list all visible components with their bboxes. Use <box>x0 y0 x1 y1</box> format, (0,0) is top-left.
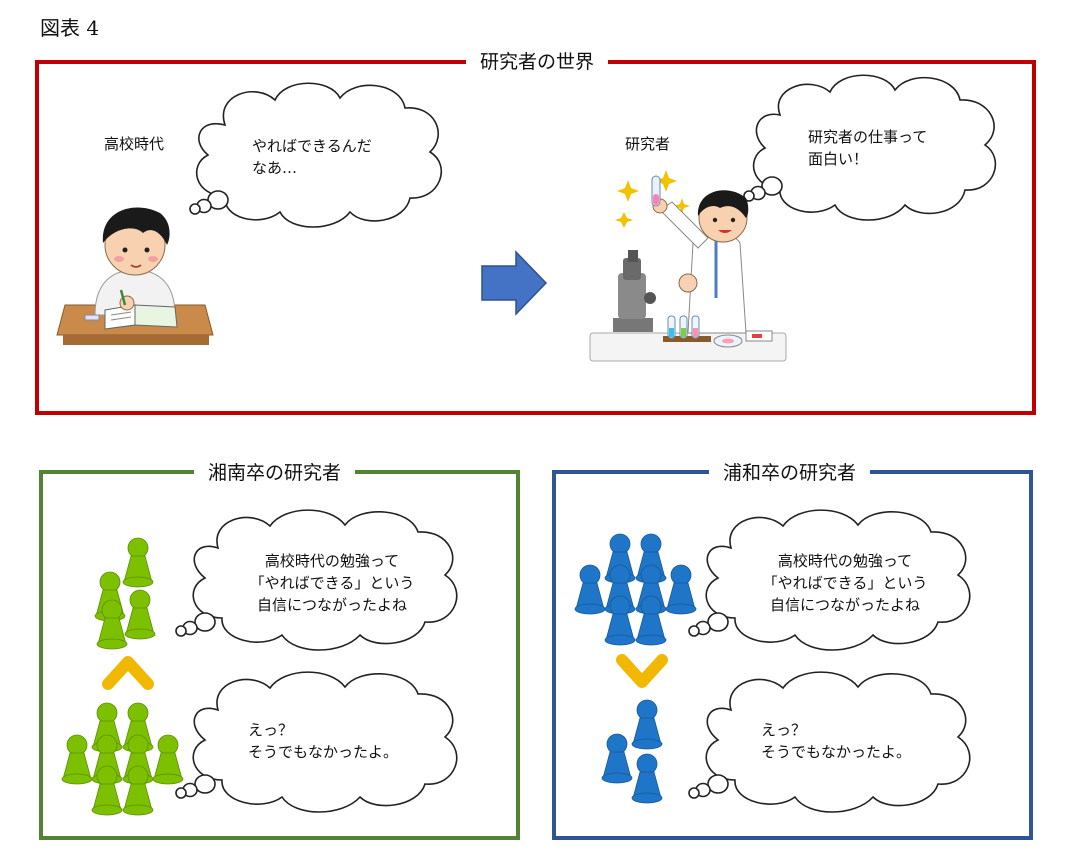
urawa-bubble-bottom-line-2: そうでもなかったよ。 <box>761 743 912 761</box>
urawa-comparison-chevron-icon <box>616 654 668 688</box>
top-right-bubble-text: 研究者の仕事って 面白い！ <box>808 126 927 170</box>
urawa-bubble-top-text: 高校時代の勉強って 「やればできる」という 自信につながったよね <box>745 550 945 616</box>
shonan-panel-title: 湘南卒の研究者 <box>194 458 356 485</box>
shonan-bubble-top-line-2: 「やればできる」という <box>249 574 415 592</box>
top-left-bubble-line-2: なあ… <box>252 159 298 177</box>
student-studying-icon <box>56 207 214 345</box>
shonan-bubble-bottom-line-1: えっ？ <box>248 721 294 739</box>
urawa-bubble-top-line-2: 「やればできる」という <box>762 574 928 592</box>
urawa-bubble-top-line-3: 自信につながったよね <box>769 596 920 614</box>
right-arrow-icon <box>481 250 548 316</box>
urawa-bubble-bottom-text: えっ？ そうでもなかったよ。 <box>761 719 911 763</box>
shonan-bubble-top-line-1: 高校時代の勉強って <box>264 552 400 570</box>
figure-title: 図表 4 <box>40 16 100 40</box>
top-left-bubble-line-1: やればできるんだ <box>252 137 372 155</box>
urawa-bubble-top-line-1: 高校時代の勉強って <box>777 552 913 570</box>
shonan-bubble-bottom-line-2: そうでもなかったよ。 <box>248 743 399 761</box>
scientist-lab-icon <box>589 170 787 362</box>
researcher-label: 研究者 <box>625 135 671 153</box>
urawa-bubble-bottom-line-1: えっ？ <box>761 721 807 739</box>
top-right-bubble-line-2: 面白い！ <box>808 150 869 168</box>
top-right-bubble-line-1: 研究者の仕事って <box>808 128 928 146</box>
high-school-label: 高校時代 <box>104 135 165 153</box>
top-left-bubble-text: やればできるんだ なあ… <box>252 135 372 179</box>
shonan-bubble-bottom-text: えっ？ そうでもなかったよ。 <box>248 719 398 763</box>
shonan-comparison-chevron-icon <box>102 656 154 690</box>
urawa-panel-title: 浦和卒の研究者 <box>709 458 871 485</box>
shonan-bubble-top-text: 高校時代の勉強って 「やればできる」という 自信につながったよね <box>232 550 432 616</box>
researcher-world-title: 研究者の世界 <box>466 47 609 74</box>
shonan-bubble-top-line-3: 自信につながったよね <box>256 596 407 614</box>
